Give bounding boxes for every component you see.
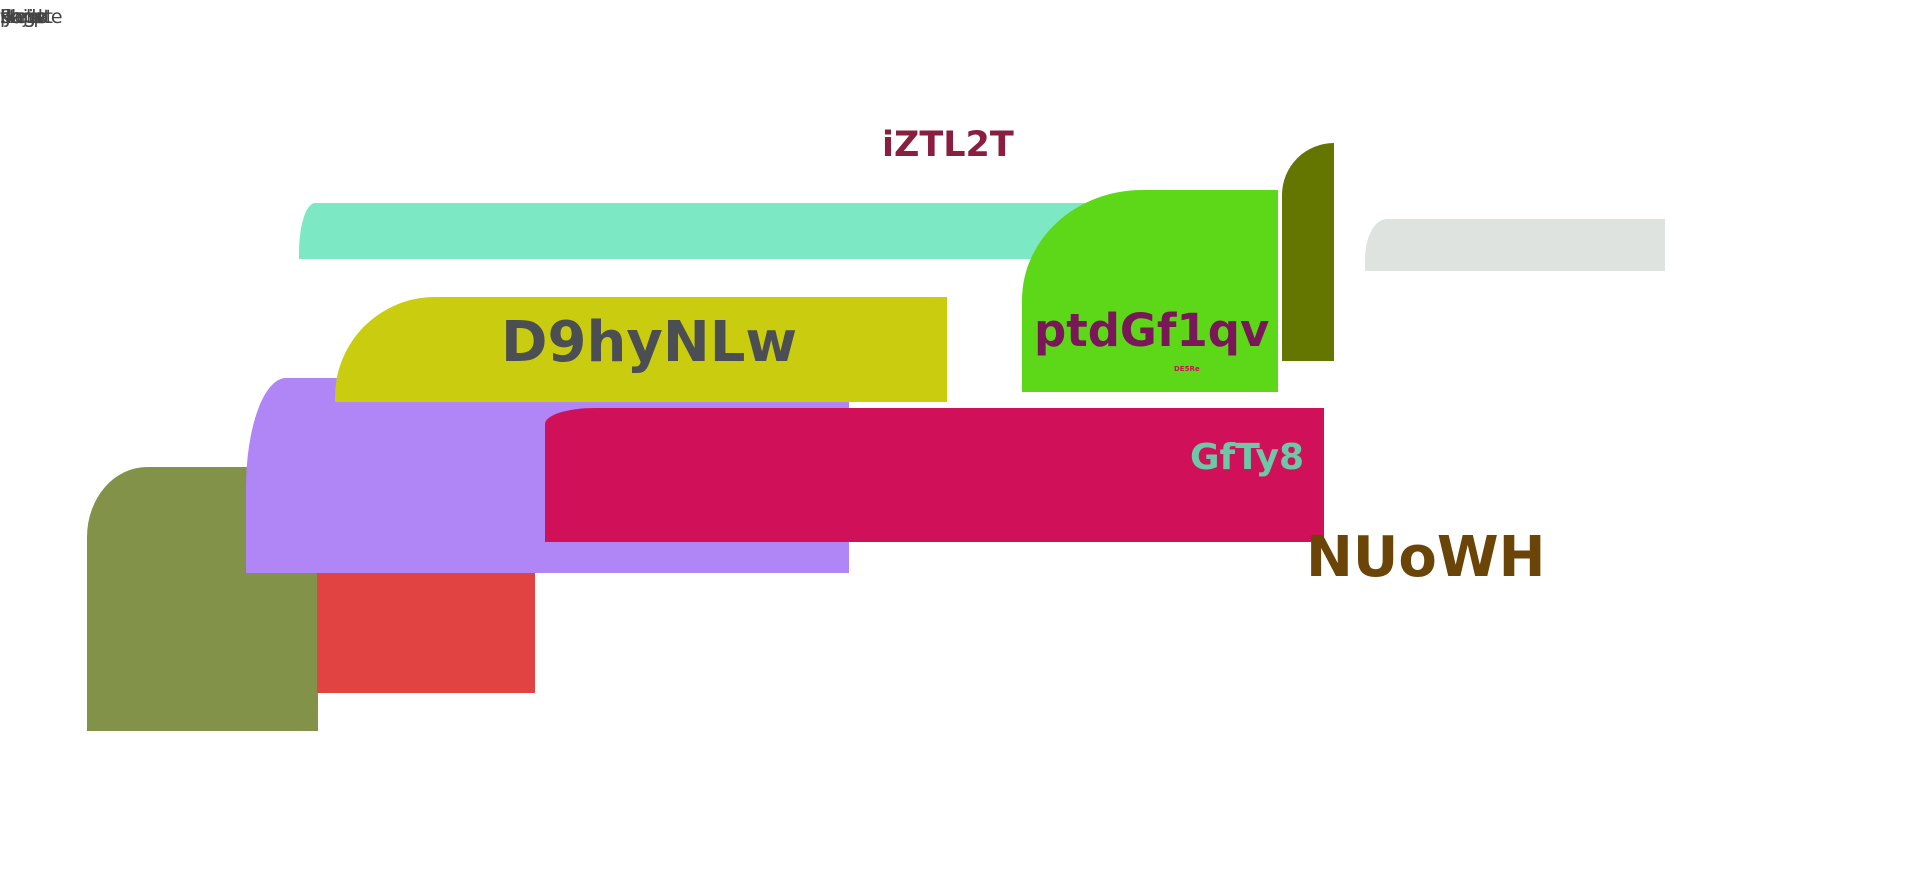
overlap-text-5: script [0,6,53,28]
lime-box-small-label: DE5Re [1174,365,1200,373]
free-label: NUoWH [1306,525,1546,590]
lime-box: ptdGf1qv DE5Re [1022,190,1278,392]
overlap-text-1: Hello [0,6,49,28]
yellow-box: D9hyNLw [335,297,947,402]
lime-box-label: ptdGf1qv [1034,304,1270,357]
mint-bar [299,203,1099,259]
overlap-text-4: page [0,6,48,28]
overlap-text-3: kiosk [0,6,49,28]
pale-gray-bar [1365,219,1665,271]
heading-label: iZTL2T [882,125,1014,165]
overlap-text-6: lJhjiste [0,6,63,28]
dark-olive-bar [1282,143,1334,361]
overlap-text-2: flag [0,6,36,28]
yellow-box-label: D9hyNLw [501,310,798,375]
magenta-box-label: GfTy8 [1190,437,1305,478]
magenta-box: GfTy8 [545,408,1324,542]
red-block [317,555,535,693]
